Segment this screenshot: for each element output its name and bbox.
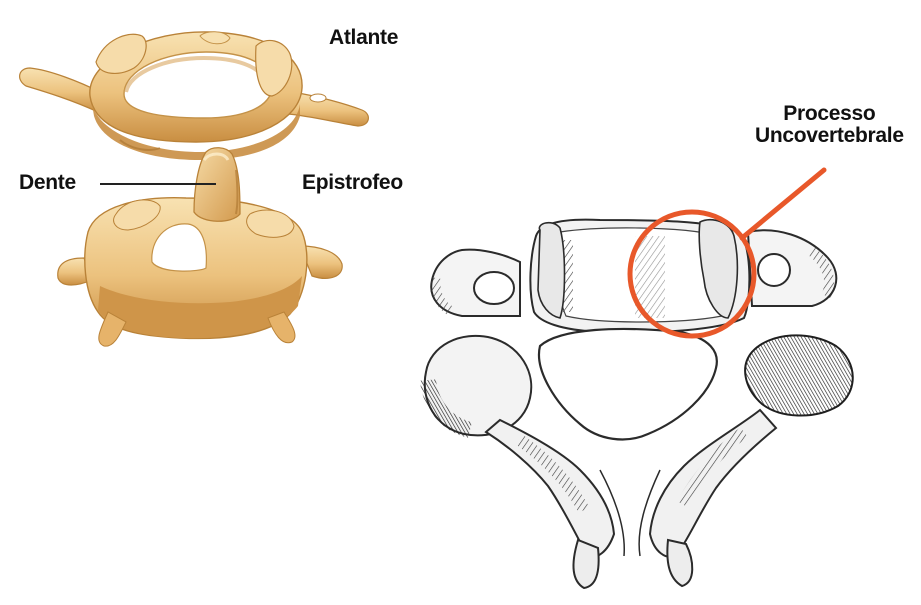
atlas-vertebra — [20, 32, 369, 160]
label-atlas: Atlante — [329, 27, 398, 49]
label-axis: Epistrofeo — [302, 172, 403, 194]
label-uncinate-line2: Uncovertebrale — [755, 125, 904, 147]
uncinate-pointer-line — [742, 170, 824, 238]
label-uncinate-line1: Processo — [755, 103, 904, 125]
cervical-vertebra-engraving — [425, 220, 853, 588]
label-uncinate-process: Processo Uncovertebrale — [755, 103, 904, 147]
axis-vertebra — [58, 148, 342, 346]
label-dens: Dente — [19, 172, 76, 194]
